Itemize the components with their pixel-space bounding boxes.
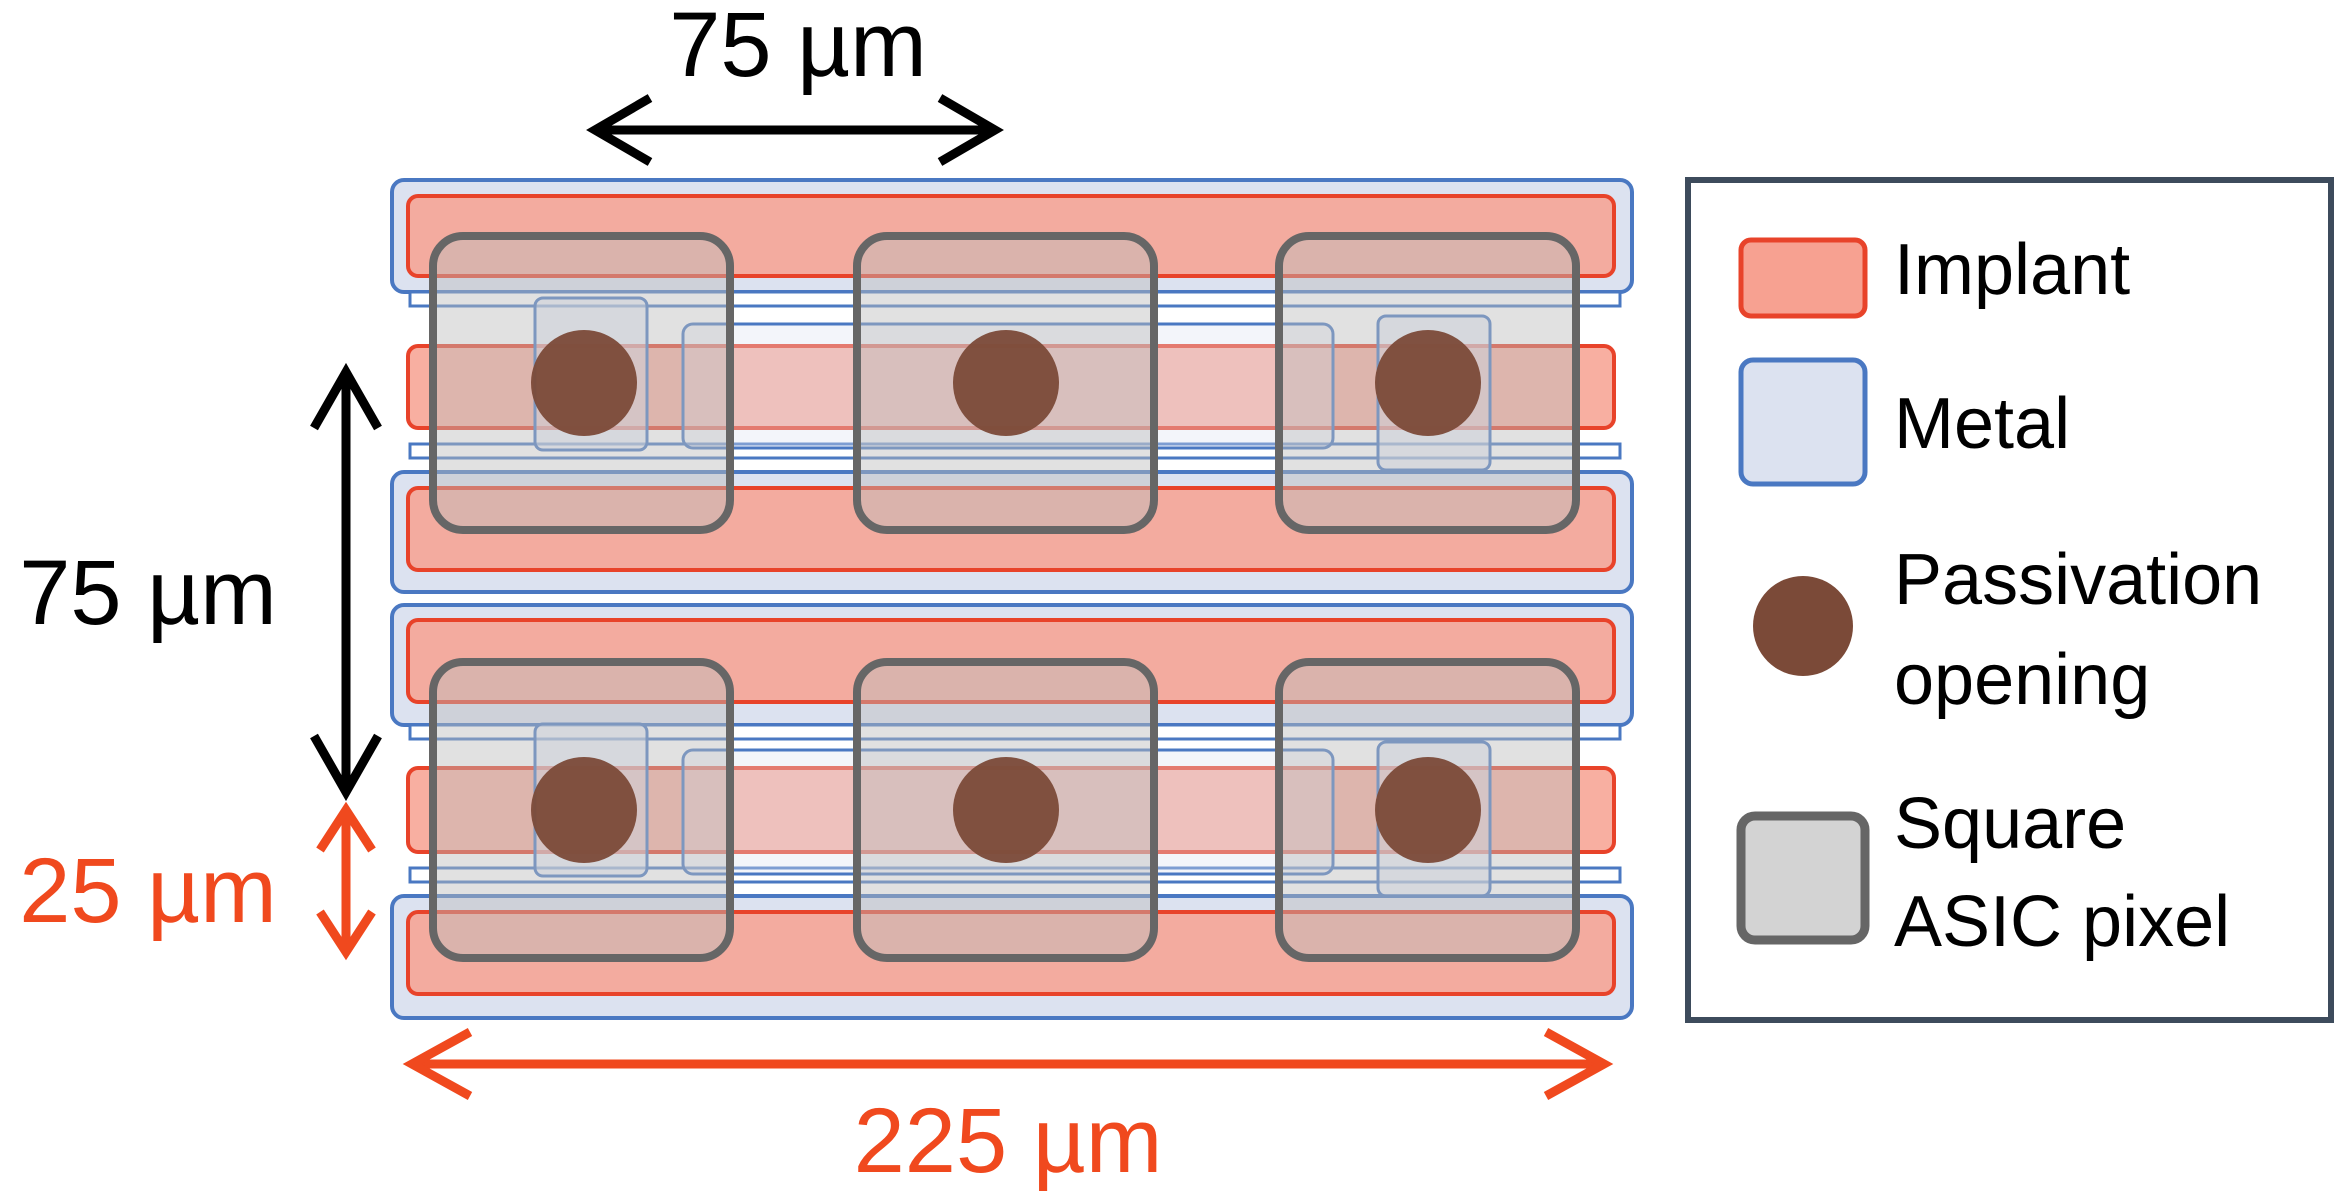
metal-line bbox=[408, 290, 1622, 308]
dimension-label: 25 µm bbox=[19, 840, 277, 942]
dimension-label: 75 µm bbox=[19, 542, 277, 644]
metal-line bbox=[408, 723, 1622, 741]
legend-label: opening bbox=[1894, 640, 2150, 720]
passivation-opening bbox=[531, 330, 637, 436]
dimension-pitch-vertical: 75 µm bbox=[19, 362, 382, 802]
legend-item-passivation: Passivation opening bbox=[1753, 540, 2262, 720]
legend-label: ASIC pixel bbox=[1894, 882, 2230, 962]
arrowhead-down-icon bbox=[316, 909, 376, 961]
passivation-opening bbox=[531, 757, 637, 863]
passivation-swatch-icon bbox=[1753, 576, 1853, 676]
passivation-opening bbox=[1375, 757, 1481, 863]
legend-item-implant: Implant bbox=[1738, 230, 2130, 319]
legend-label: Passivation bbox=[1894, 540, 2262, 620]
legend-label: Metal bbox=[1894, 384, 2070, 464]
legend-item-asic-pixel: Square ASIC pixel bbox=[1736, 784, 2230, 962]
legend-label: Square bbox=[1894, 784, 2126, 864]
arrowhead-left-icon bbox=[586, 94, 653, 166]
dimension-pitch-horizontal: 75 µm bbox=[586, 0, 1004, 166]
legend-item-metal: Metal bbox=[1738, 357, 2070, 487]
legend: Implant Metal Passivation opening Square… bbox=[1685, 177, 2334, 1023]
passivation-opening bbox=[953, 330, 1059, 436]
dimension-total-width: 225 µm bbox=[402, 1028, 1614, 1191]
arrowhead-right-icon bbox=[937, 94, 1004, 166]
arrowhead-up-icon bbox=[310, 362, 382, 431]
passivation-opening bbox=[1375, 330, 1481, 436]
legend-label: Implant bbox=[1894, 230, 2130, 310]
implant-swatch-icon bbox=[1738, 237, 1868, 319]
arrowhead-down-icon bbox=[310, 733, 382, 802]
implant-strip bbox=[406, 910, 1616, 996]
dimension-label: 225 µm bbox=[854, 1090, 1163, 1191]
arrowhead-right-icon bbox=[1543, 1028, 1614, 1100]
arrowhead-left-icon bbox=[402, 1028, 473, 1100]
dimension-gap-vertical: 25 µm bbox=[19, 801, 376, 961]
dimension-label: 75 µm bbox=[669, 0, 927, 96]
sensor-array bbox=[390, 178, 1634, 1020]
pixel-swatch-icon bbox=[1736, 811, 1870, 945]
arrowhead-up-icon bbox=[316, 801, 376, 853]
metal-swatch-icon bbox=[1738, 357, 1868, 487]
passivation-opening bbox=[953, 757, 1059, 863]
